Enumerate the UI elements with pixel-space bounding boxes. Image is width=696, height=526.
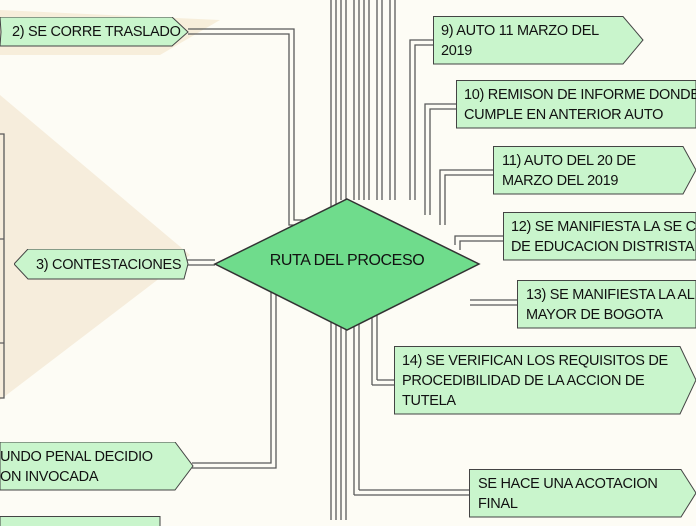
node-contestaciones[interactable]: 3) CONTESTACIONES (14, 249, 190, 280)
node-label-line: 10) REMISON DE INFORME DONDE (464, 87, 696, 103)
node-label-line: ON INVOCADA (0, 469, 98, 485)
node-penal[interactable]: UNDO PENAL DECIDIO ON INVOCADA (0, 442, 195, 492)
node-label-line: 2019 (441, 43, 472, 59)
node-secretaria-educacion[interactable]: 12) SE MANIFIESTA LA SE C DE EDUCACION D… (503, 212, 696, 262)
node-label-line: 14) SE VERIFICAN LOS REQUISITOS DE (402, 353, 668, 369)
node-label-line: UNDO PENAL DECIDIO (0, 449, 153, 465)
node-label-line: 11) AUTO DEL 20 DE (502, 153, 636, 169)
node-label: 3) CONTESTACIONES (36, 255, 181, 275)
node-auto-11-marzo[interactable]: 9) AUTO 11 MARZO DEL 2019 (433, 16, 645, 66)
node-label-line: MARZO DEL 2019 (502, 173, 618, 189)
node-alcaldia-mayor[interactable]: 13) SE MANIFIESTA LA AL MAYOR DE BOGOTA (517, 280, 696, 330)
node-label-line: TUTELA (402, 393, 456, 409)
node-acotacion-final[interactable]: SE HACE UNA ACOTACION FINAL (469, 469, 696, 519)
background-wedge (0, 95, 190, 400)
node-label-line: MAYOR DE BOGOTA (526, 307, 663, 323)
node-label-line: PROCEDIBILIDAD DE LA ACCION DE (402, 373, 644, 389)
node-label-line: FINAL (478, 496, 518, 512)
node-label-line: 13) SE MANIFIESTA LA AL (526, 287, 695, 303)
node-label-line: CUMPLE EN ANTERIOR AUTO (464, 107, 663, 123)
node-partial[interactable] (0, 516, 162, 526)
node-label-line: 12) SE MANIFIESTA LA SE C (511, 219, 696, 235)
node-label-line: 9) AUTO 11 MARZO DEL (441, 23, 599, 39)
center-label: RUTA DEL PROCESO (215, 252, 479, 270)
node-auto-20-marzo[interactable]: 11) AUTO DEL 20 DE MARZO DEL 2019 (493, 146, 696, 196)
node-requisitos-procedibilidad[interactable]: 14) SE VERIFICAN LOS REQUISITOS DE PROCE… (394, 346, 696, 416)
node-label: 2) SE CORRE TRASLADO (12, 22, 181, 42)
node-remision-informe[interactable]: 10) REMISON DE INFORME DONDE CUMPLE EN A… (456, 80, 696, 130)
node-traslado[interactable]: 2) SE CORRE TRASLADO (0, 17, 190, 47)
node-label-line: DE EDUCACION DISTRISTA (511, 239, 694, 255)
node-label-line: SE HACE UNA ACOTACION (478, 476, 658, 492)
